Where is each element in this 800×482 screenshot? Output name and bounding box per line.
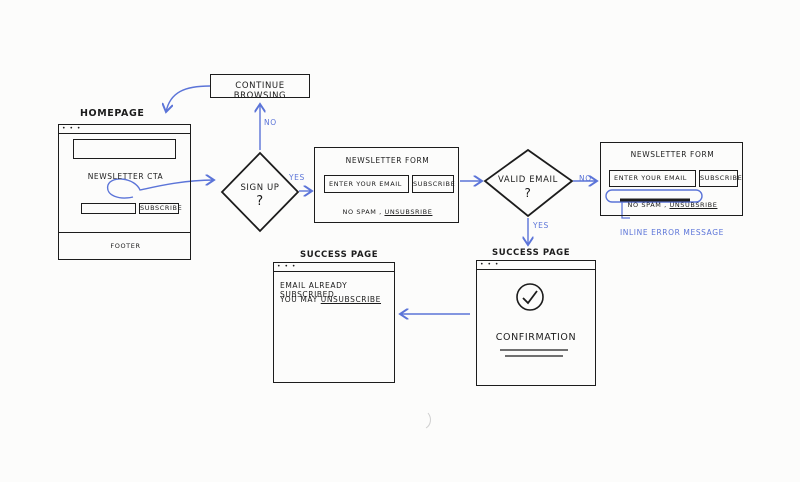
valid-email-label: Valid email (498, 175, 558, 185)
valid-email-diamond (483, 148, 574, 218)
edge-label-yes-1: Yes (289, 173, 305, 182)
unsubscribe-link[interactable]: Unsubsribe (384, 208, 433, 216)
homepage-cta-label: Newsletter CTA (87, 172, 164, 181)
cta-to-signup-arrow (106, 179, 214, 199)
check-icon (522, 290, 538, 305)
error-pointer (621, 202, 630, 219)
homepage-hero-block (73, 139, 176, 159)
email-field[interactable]: Enter your email (324, 175, 409, 193)
you-may-prefix: You may (280, 295, 318, 304)
you-may-text: You may unsubscribe (280, 295, 396, 304)
window-dots-icon: • • • (62, 125, 82, 132)
error-highlight (605, 189, 703, 203)
check-circle-icon (516, 283, 544, 311)
no-spam-text: No spam , (342, 208, 382, 216)
success-left-wireframe: • • • Email already subscribed. You may … (273, 262, 395, 383)
sign-up-label: Sign up (240, 183, 280, 193)
newsletter-form-title: Newsletter form (345, 156, 430, 165)
no-spam-text-error: No spam , (627, 201, 667, 209)
window-dots-icon-2: • • • (277, 263, 297, 270)
confirmation-label: Confirmation (495, 332, 577, 343)
window-dots-icon-3: • • • (480, 261, 500, 268)
homepage-title: Homepage (80, 108, 145, 119)
valid-email-mark: ? (524, 186, 532, 200)
edge-label-yes-2: Yes (533, 221, 549, 230)
subscribe-button-error[interactable]: Subscribe (699, 170, 742, 187)
newsletter-form-error-title: Newsletter form (630, 150, 715, 159)
homepage-footer-label: Footer (110, 242, 141, 250)
success-left-title: Success page (300, 250, 379, 260)
homepage-subscribe-button[interactable]: Subscribe (139, 203, 183, 214)
sign-up-diamond (220, 151, 300, 233)
newsletter-note: No spam , Unsubsribe (315, 208, 460, 216)
inline-error-label: Inline error message (620, 228, 725, 237)
newsletter-form-wireframe: Newsletter form Enter your email Subscri… (314, 147, 459, 223)
already-subscribed-text: Email already subscribed. (280, 281, 348, 299)
success-right-title: Success page (492, 248, 571, 258)
email-field-error[interactable]: Enter your email (609, 170, 696, 187)
edge-label-no-2: No (579, 174, 592, 183)
homepage-email-field[interactable] (81, 203, 136, 214)
unsubscribe-link-error[interactable]: Unsubsribe (669, 201, 718, 209)
subscribe-button[interactable]: Subscribe (412, 175, 455, 193)
continue-browsing-box (210, 74, 310, 98)
edge-label-no-1: No (264, 118, 277, 127)
sign-up-mark: ? (256, 194, 264, 209)
unsubscribe-link-success[interactable]: unsubscribe (320, 295, 382, 304)
homepage-wireframe: • • • Newsletter CTA Subscribe Footer (58, 124, 191, 260)
success-right-wireframe: • • • (476, 260, 596, 386)
continue-to-homepage-arrow (166, 85, 211, 112)
continue-browsing-label: Continue browsing (233, 81, 287, 101)
newsletter-error-note: No spam , Unsubsribe (601, 201, 744, 209)
newsletter-form-error-wireframe: Newsletter form Enter your email Subscri… (600, 142, 743, 216)
